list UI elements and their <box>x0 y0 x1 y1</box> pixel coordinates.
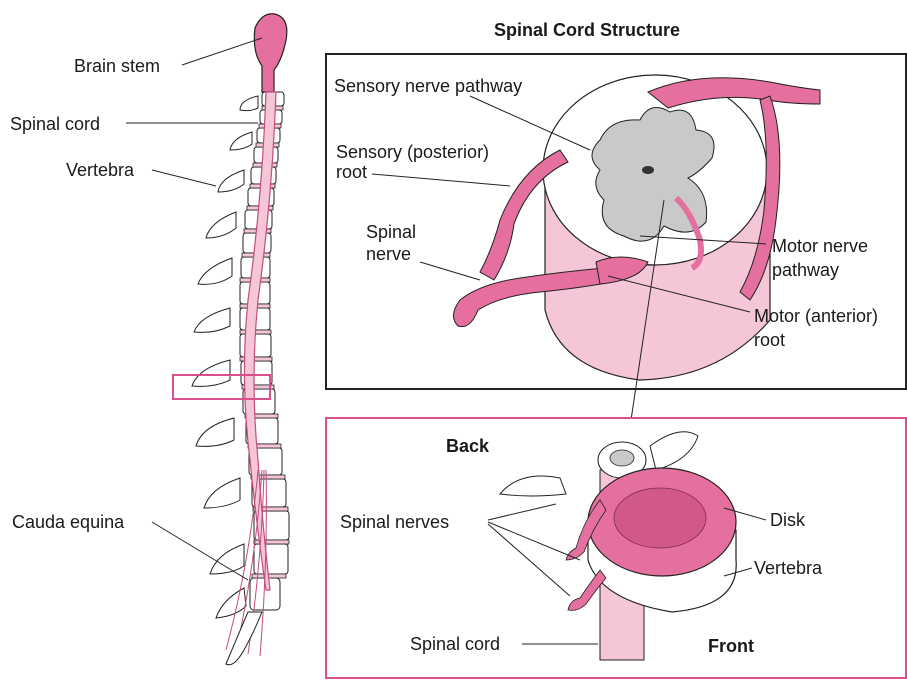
label-brain-stem: Brain stem <box>74 56 160 76</box>
label-motor-root-2: root <box>754 330 785 350</box>
label-sensory-root-2: root <box>336 162 367 182</box>
label-spinal-nerves: Spinal nerves <box>340 512 449 532</box>
label-motor-root-1: Motor (anterior) <box>754 306 878 326</box>
label-spinal-cord: Spinal cord <box>10 114 100 134</box>
label-cauda-equina: Cauda equina <box>12 512 124 532</box>
disk-nucleus <box>614 488 706 548</box>
central-canal <box>642 166 654 174</box>
label-motor-pathway-1: Motor nerve <box>772 236 868 256</box>
label-sensory-pathway: Sensory nerve pathway <box>334 76 522 96</box>
label-front: Front <box>708 636 754 656</box>
label-detail-spinal-cord: Spinal cord <box>410 634 500 654</box>
label-back: Back <box>446 436 489 456</box>
label-vertebra-detail: Vertebra <box>754 558 822 578</box>
label-spinal-nerve-1: Spinal <box>366 222 416 242</box>
spinal-column <box>173 14 289 665</box>
label-spinal-nerve-2: nerve <box>366 244 411 264</box>
label-disk: Disk <box>770 510 805 530</box>
label-sensory-root-1: Sensory (posterior) <box>336 142 489 162</box>
sacrum-shape <box>226 612 262 665</box>
label-vertebra: Vertebra <box>66 160 134 180</box>
brain-stem-shape <box>254 14 287 92</box>
label-motor-pathway-2: pathway <box>772 260 839 280</box>
diagram-title: Spinal Cord Structure <box>494 20 680 41</box>
